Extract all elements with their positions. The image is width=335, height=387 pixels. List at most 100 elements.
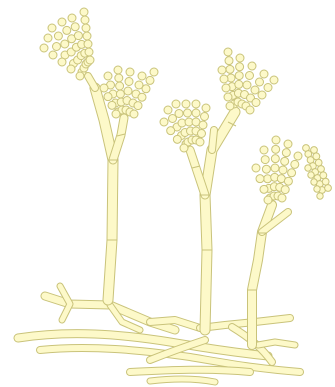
conidia-chain-leftlow-e-spore [146, 76, 154, 84]
conidia-chain-right-c-spore [281, 157, 289, 165]
conidia-chain-left-d-spore [74, 32, 82, 40]
conidia-chain-centerright-e-spore [246, 106, 254, 114]
conidia-chain-centerright-b-spore [236, 54, 244, 62]
conidia-chain-left-a-spore [44, 34, 52, 42]
conidia-chain-centerright-c-spore [243, 81, 251, 89]
conidia-chain-leftlow-b-spore [114, 66, 122, 74]
conidia-chain-centerleft-e-spore [202, 104, 210, 112]
conidia-chain-leftlow-b-spore [116, 90, 124, 98]
hypha-right-stub [258, 342, 295, 345]
conidia-chain-right-c-spore [279, 166, 287, 174]
conidia-chain-centerleft-e-spore [201, 113, 209, 121]
conidia-chain-centerleft-a-spore [164, 106, 172, 114]
conidia-chain-right-d-spore [284, 177, 292, 185]
conidia-chain-left-e-spore [84, 40, 92, 48]
conidia-chain-right-b-spore [272, 136, 280, 144]
conidia-chain-centerleft-f-spore [173, 135, 181, 143]
conidia-cluster-edge-b-spore [320, 172, 327, 179]
conidia-cluster-edge-b-spore [311, 147, 318, 154]
conidia-chain-centerright-d-spore [256, 78, 264, 86]
conidia-chain-leftlow-a-spore [104, 72, 112, 80]
stalk-left-phialide [88, 76, 95, 88]
stalk-center-branch-core [212, 130, 214, 150]
conidia-chain-left-b-spore [54, 32, 62, 40]
conidia-chain-left-b-spore [61, 40, 69, 48]
stalk-center-branch [212, 130, 214, 150]
conidia-chain-centerright-d-spore [260, 70, 268, 78]
conidia-chain-right-d-spore [294, 152, 302, 160]
conidia-chain-left-e-spore [80, 8, 88, 16]
conidia-chain-right-e-spore [256, 175, 264, 183]
conidia-chain-left-f-spore [67, 65, 75, 73]
conidia-chain-centerright-e-spore [270, 76, 278, 84]
conidia-cluster-edge-b-spore [315, 159, 322, 166]
stalk-center-metula [190, 150, 205, 195]
conidia-chain-leftlow-b-spore [116, 82, 124, 90]
conidia-chain-centerright-c-spore [246, 72, 254, 80]
conidia-chain-left-f-spore [49, 51, 57, 59]
conidia-chain-right-d-spore [281, 186, 289, 194]
conidia-chain-centerright-a-spore [225, 57, 233, 65]
conidia-cluster-edge-b-spore [313, 153, 320, 160]
conidia-chain-right-b-spore [271, 155, 279, 163]
conidia-chain-right-a-spore [261, 156, 269, 164]
conidia-chain-left-d-spore [68, 14, 76, 22]
conidia-chain-leftlow-f-spore [108, 101, 116, 109]
conidia-chain-centerright-f-spore [220, 75, 228, 83]
conidia-chain-left-b-spore [48, 24, 56, 32]
conidia-chain-centerleft-d-spore [192, 100, 200, 108]
conidia-chain-leftlow-c-spore [124, 87, 132, 95]
conidia-chain-centerright-e-spore [264, 84, 272, 92]
conidia-chain-centerleft-e-spore [199, 121, 207, 129]
hypha-right-stub-core [258, 342, 295, 345]
substrate-hyphae-layer [18, 286, 300, 382]
conidia-chain-right-c-spore [282, 149, 290, 157]
conidia-chain-centerright-e-spore [252, 99, 260, 107]
stalk-left-core [95, 88, 113, 300]
conidia-chains-layer [40, 8, 331, 204]
conidia-chain-centerleft-b-spore [175, 110, 183, 118]
conidia-cluster-edge-c-spore [314, 186, 320, 192]
conidia-chain-leftlow-f-spore [112, 110, 120, 118]
conidia-chain-centerright-f-spore [222, 84, 230, 92]
conidia-chain-centerright-d-spore [251, 86, 259, 94]
conidia-chain-left-e-spore [82, 24, 90, 32]
conidia-chain-centerleft-e-spore [198, 130, 206, 138]
conidia-chain-leftlow-c-spore [126, 68, 134, 76]
conidia-chain-left-d-spore [71, 23, 79, 31]
stalk-left-metula [113, 118, 124, 160]
conidia-cluster-edge-b-spore [318, 166, 325, 173]
conidia-cluster-edge-b-spore [325, 185, 332, 192]
conidia-chain-left-c-spore [63, 26, 71, 34]
conidia-chain-centerleft-f-spore [160, 118, 168, 126]
conidia-chain-left-e-spore [86, 56, 94, 64]
conidia-chain-centerright-a-spore [224, 48, 232, 56]
stalk-left [95, 88, 113, 300]
conidia-chain-leftlow-f-spore [104, 93, 112, 101]
conidia-chain-leftlow-e-spore [150, 68, 158, 76]
conidia-chain-centerright-f-spore [224, 93, 232, 101]
conidia-chain-centerright-c-spore [248, 62, 256, 70]
conidia-chain-centerleft-f-spore [167, 127, 175, 135]
stalk-center-metula-core [190, 150, 205, 195]
conidia-chain-right-a-spore [262, 165, 270, 173]
conidia-chain-leftlow-d-spore [138, 72, 146, 80]
conidia-cluster-edge-c-spore [311, 179, 317, 185]
conidia-chain-right-e-spore [252, 164, 260, 172]
conidia-chain-right-e-spore [260, 185, 268, 193]
conidia-chain-left-f-spore [76, 72, 84, 80]
conidia-chain-centerright-b-spore [236, 63, 244, 71]
conidia-chain-centerright-a-spore [226, 65, 234, 73]
conidia-chain-right-d-spore [278, 194, 286, 202]
conidia-chain-centerleft-c-spore [182, 100, 190, 108]
conidia-chain-right-b-spore [272, 145, 280, 153]
conidia-chain-centerleft-e-spore [196, 138, 204, 146]
conidia-cluster-edge-c-spore [305, 165, 311, 171]
conidia-chain-centerright-e-spore [258, 91, 266, 99]
conidia-chain-centerright-f-spore [218, 66, 226, 74]
conidia-chain-leftlow-e-spore [142, 85, 150, 93]
conidia-chain-leftlow-e-spore [130, 110, 138, 118]
conidia-chain-leftlow-e-spore [138, 93, 146, 101]
